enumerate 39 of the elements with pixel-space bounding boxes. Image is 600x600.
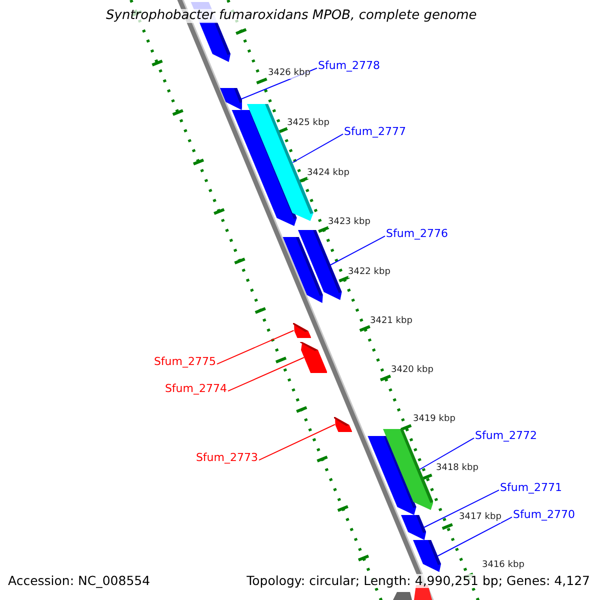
leader-line (292, 134, 344, 163)
gene-segment (400, 515, 426, 540)
accession-text: Accession: NC_008554 (8, 574, 150, 588)
gene-segment (296, 230, 342, 300)
scale-label: 3416 kbp (482, 561, 524, 571)
gene-label: Sfum_2778 (318, 60, 380, 72)
scale-label: 3421 kbp (370, 317, 412, 327)
scale-label: 3424 kbp (307, 169, 350, 179)
gene-segment (292, 323, 311, 338)
gene-label: Sfum_2775 (154, 356, 216, 368)
scale-label: 3419 kbp (413, 415, 456, 425)
leader-line (423, 490, 500, 528)
gene-label: Sfum_2774 (164, 383, 227, 396)
leader-line (437, 516, 512, 556)
scale-label: 3422 kbp (348, 268, 390, 278)
gene-segment (412, 540, 442, 572)
leader-line (228, 357, 304, 392)
leader-line (330, 236, 386, 266)
leader-line (419, 438, 474, 470)
gene-label: Sfum_2776 (386, 228, 448, 240)
scale-label: 3426 kbp (268, 69, 310, 79)
scale-label: 3418 kbp (436, 464, 478, 474)
gene-label: Sfum_2772 (475, 430, 538, 442)
gene-segment (334, 417, 352, 432)
summary-text: Topology: circular; Length: 4,990,251 bp; Genes: 4,127 (246, 574, 590, 588)
gene-label: Sfum_2773 (196, 452, 258, 464)
leader-line (216, 330, 294, 365)
leader-line (258, 424, 336, 461)
title: Syntrophobacter fumaroxidans MPOB, complete genome (106, 9, 477, 24)
gene-label: Sfum_2770 (513, 509, 576, 522)
scale-label: 3423 kbp (328, 218, 370, 228)
gene-label: Sfum_2777 (344, 126, 406, 138)
gene-segment (218, 88, 242, 110)
scale-label: 3425 kbp (287, 119, 330, 129)
scale-label: 3417 kbp (459, 513, 502, 523)
gene-segment (382, 429, 434, 510)
scale-label: 3420 kbp (391, 366, 434, 376)
gene-segment (300, 342, 328, 373)
gene-label: Sfum_2771 (500, 482, 562, 494)
